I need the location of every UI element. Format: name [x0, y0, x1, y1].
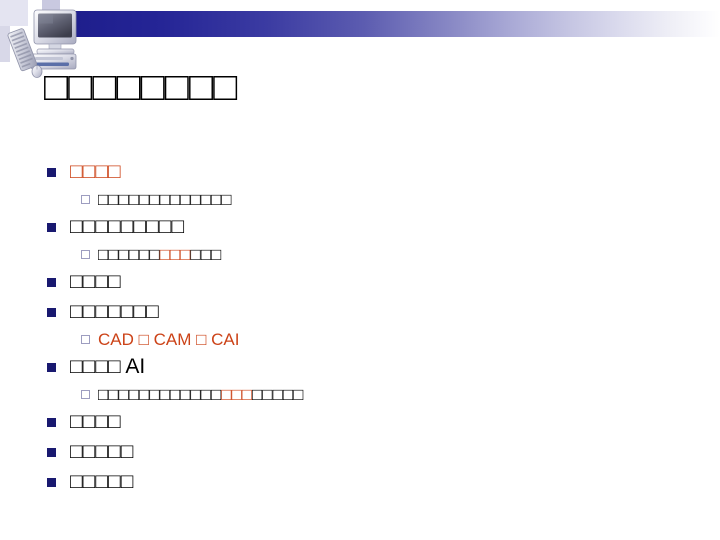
header-gradient-bar: [72, 11, 720, 37]
outline-text-part: □□□: [190, 245, 222, 264]
outline-item-level2[interactable]: □□□□□□□□□□□□□□□□□□□□: [44, 382, 704, 407]
bullet-square-icon: [47, 308, 56, 317]
outline-item-level1[interactable]: □□□□□: [44, 467, 704, 497]
outline-item-level2[interactable]: □□□□□□□□□□□□: [44, 242, 704, 267]
outline-item-level1[interactable]: □□□□: [44, 157, 704, 187]
outline-text-part: □□□□□□□: [70, 300, 159, 323]
outline-text-part: □□□□: [70, 160, 121, 183]
slide-body-outline: □□□□ □□□□□□□□□□□□□ □□□□□□□□□ □□□□□□□□□□□…: [44, 157, 704, 497]
outline-text-part: □□□□: [70, 270, 121, 293]
corner-swatch-primary: [0, 0, 28, 26]
outline-text-part: □□□□□: [70, 440, 134, 463]
outline-text-part-emphasis: CAD □ CAM □ CAI: [98, 330, 240, 349]
outline-item-level1[interactable]: □□□□□: [44, 437, 704, 467]
bullet-hollow-square-icon: [81, 250, 90, 259]
bullet-square-icon: [47, 278, 56, 287]
outline-text-part-emphasis: □□□: [221, 385, 253, 404]
bullet-square-icon: [47, 478, 56, 487]
outline-item-level2[interactable]: CAD □ CAM □ CAI: [44, 327, 704, 352]
bullet-hollow-square-icon: [81, 195, 90, 204]
outline-text-part: □□□□□□□□□: [70, 215, 185, 238]
outline-text-part: □□□□□: [70, 470, 134, 493]
outline-item-level1[interactable]: □□□□: [44, 267, 704, 297]
outline-text-part: □□□□□□: [98, 245, 160, 264]
bullet-square-icon: [47, 363, 56, 372]
bullet-square-icon: [47, 418, 56, 427]
outline-text-part-emphasis: □□□: [159, 245, 191, 264]
bullet-square-icon: [47, 223, 56, 232]
bullet-hollow-square-icon: [81, 390, 90, 399]
outline-text-part: □□□□: [70, 410, 121, 433]
outline-item-level1[interactable]: □□□□□□□: [44, 297, 704, 327]
outline-item-level1[interactable]: □□□□ AI: [44, 352, 704, 382]
outline-item-level1[interactable]: □□□□: [44, 407, 704, 437]
slide-title: □□□□□□□□: [44, 65, 238, 109]
corner-swatch-quaternary: [0, 26, 10, 62]
outline-text-part: □□□□□: [252, 385, 304, 404]
outline-item-level2[interactable]: □□□□□□□□□□□□□: [44, 187, 704, 212]
outline-text-part: □□□□□□□□□□□□: [98, 385, 222, 404]
bullet-square-icon: [47, 448, 56, 457]
outline-text-part: □□□□□□□□□□□□□: [98, 190, 232, 209]
desktop-computer-icon: [4, 4, 82, 78]
outline-text-part: □□□□ AI: [70, 355, 146, 378]
bullet-square-icon: [47, 168, 56, 177]
outline-item-level1[interactable]: □□□□□□□□□: [44, 212, 704, 242]
bullet-hollow-square-icon: [81, 335, 90, 344]
